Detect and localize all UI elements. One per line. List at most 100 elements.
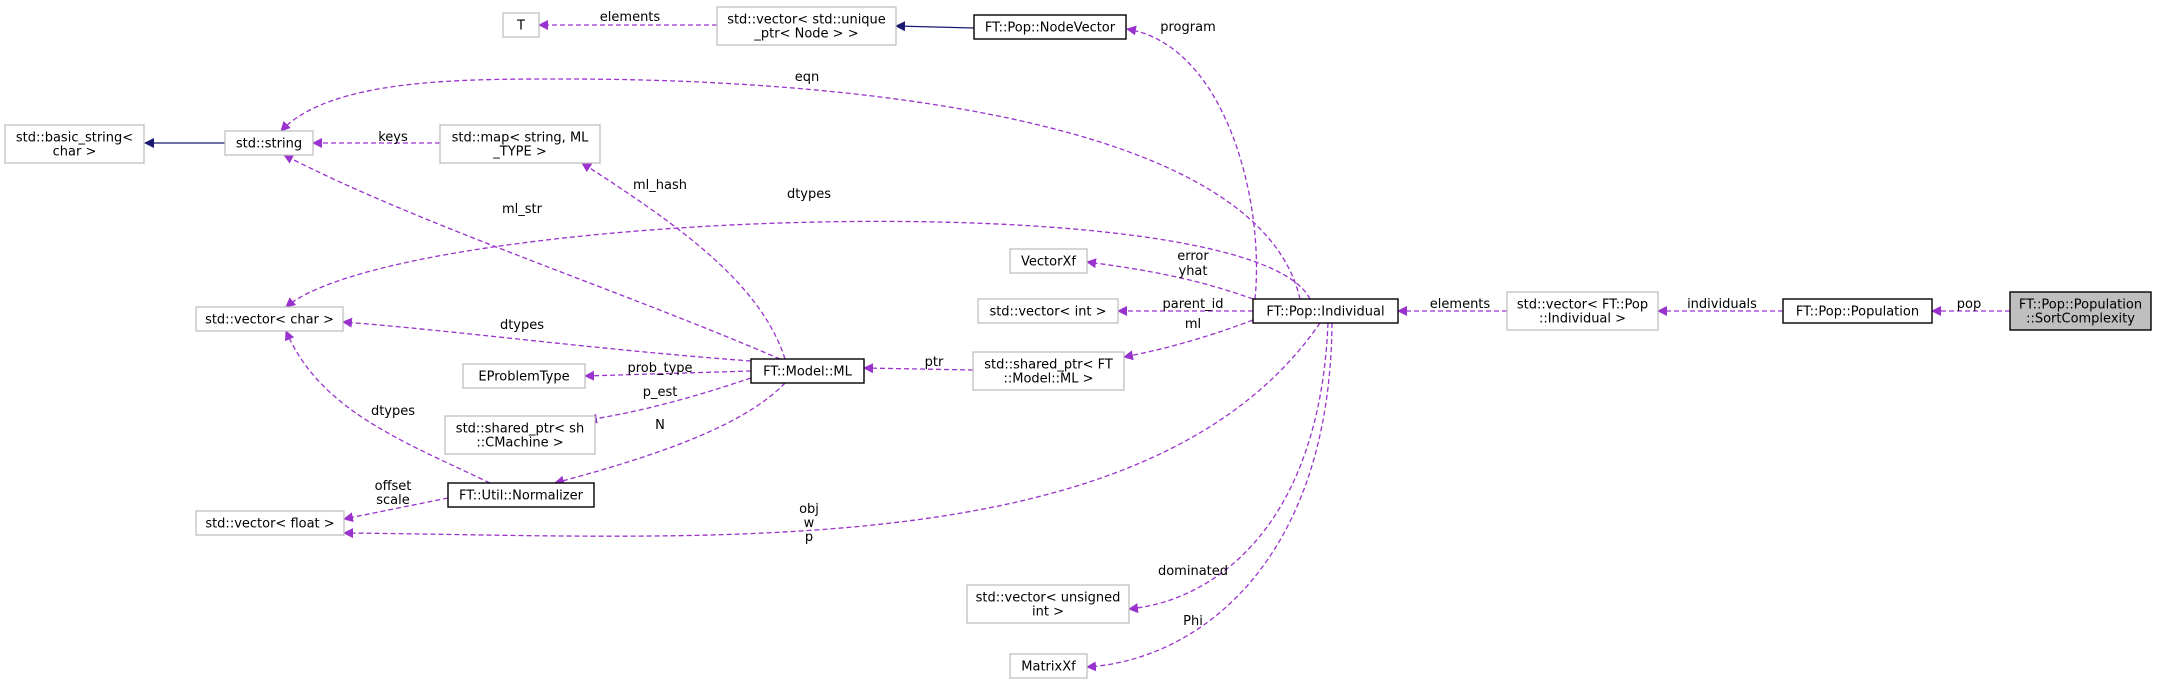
class-node-sortcomplexity[interactable]: FT::Pop::Population::SortComplexity: [2009, 291, 2152, 331]
class-node-ml[interactable]: FT::Model::ML: [750, 358, 865, 384]
edge-label: offset: [375, 479, 412, 494]
edge-label: p_est: [643, 385, 678, 400]
edge-elements1: elements: [538, 10, 717, 30]
edge-N: N: [554, 382, 786, 486]
node-label: std::vector< unsigned: [976, 591, 1121, 606]
node-label: FT::Pop::Individual: [1266, 305, 1384, 320]
node-label: std::vector< FT::Pop: [1517, 298, 1648, 313]
class-node-vec-float: std::vector< float >: [195, 510, 345, 536]
edge-label: obj: [799, 502, 819, 517]
node-label: VectorXf: [1021, 255, 1076, 270]
edge-line-eqn: [280, 78, 1301, 300]
node-box: [966, 584, 1130, 624]
class-node-shared-cm: std::shared_ptr< sh::CMachine >: [444, 415, 596, 455]
edge-line-Phi: [1086, 322, 1333, 672]
node-box: [1009, 653, 1088, 679]
edge-ptr: ptr: [863, 355, 974, 374]
edge-label: dtypes: [371, 404, 415, 419]
class-node-vectorxf: VectorXf: [1009, 248, 1088, 274]
node-label: _ptr< Node > >: [753, 27, 858, 42]
node-box: [195, 510, 345, 536]
node-label: FT::Pop::Population: [1796, 305, 1919, 320]
edge-label: ml_str: [502, 202, 543, 217]
edge-ml-edge: ml: [1123, 317, 1254, 361]
node-box: [462, 363, 586, 389]
node-label: std::vector< char >: [205, 313, 334, 328]
edge-label: ml: [1185, 317, 1201, 332]
node-label: std::string: [236, 137, 302, 152]
edge-p_est: p_est: [587, 377, 752, 424]
class-node-individual[interactable]: FT::Pop::Individual: [1252, 298, 1399, 324]
edge-line-dtypes-ml: [342, 317, 752, 362]
edge-label: ml_hash: [633, 178, 687, 193]
edge-ml_hash: ml_hash: [581, 162, 786, 360]
node-box: [447, 482, 595, 508]
class-node-vec-indiv: std::vector< FT::Pop::Individual >: [1506, 291, 1659, 331]
node-box: [2009, 291, 2152, 331]
node-label: FT::Model::ML: [763, 365, 853, 380]
node-label: ::Model::ML >: [1003, 372, 1093, 387]
edge-line-error-yhat: [1086, 258, 1254, 300]
class-node-population[interactable]: FT::Pop::Population: [1782, 298, 1933, 324]
edge-line-dtypes-norm: [284, 330, 491, 484]
node-box: [4, 124, 145, 164]
node-box: [716, 6, 897, 46]
class-node-vec-int: std::vector< int >: [977, 298, 1119, 324]
node-label: std::shared_ptr< sh: [456, 422, 584, 437]
node-label: char >: [53, 145, 97, 160]
edge-pop: pop: [1931, 297, 2010, 316]
class-node-vec-unique: std::vector< std::unique_ptr< Node > >: [716, 6, 897, 46]
node-label: std::map< string, ML: [452, 131, 590, 146]
node-box: [1782, 298, 1933, 324]
edge-elements2: elements: [1397, 297, 1507, 316]
edge-label: dominated: [1158, 564, 1228, 579]
edge-label: p: [805, 530, 813, 545]
node-label: T: [516, 19, 525, 34]
edge-label: parent_id: [1163, 297, 1224, 312]
edge-line-program: [1126, 25, 1258, 300]
edge-label: prob_type: [627, 361, 692, 376]
edge-label: Phi: [1183, 614, 1203, 629]
class-node-eproblem: EProblemType: [462, 363, 586, 389]
node-label: FT::Util::Normalizer: [459, 489, 584, 504]
class-node-normalizer[interactable]: FT::Util::Normalizer: [447, 482, 595, 508]
edge-individuals: individuals: [1657, 297, 1783, 316]
node-label: ::CMachine >: [476, 436, 563, 451]
edge-label: elements: [1430, 297, 1491, 312]
node-label: FT::Pop::Population: [2019, 298, 2142, 313]
edge-label: keys: [378, 130, 408, 145]
edge-label: dtypes: [500, 318, 544, 333]
edge-eqn: eqn: [280, 70, 1301, 300]
edge-label: ptr: [925, 355, 944, 370]
node-box: [972, 351, 1125, 391]
class-node-T: T: [502, 12, 540, 38]
edge-label: dtypes: [787, 187, 831, 202]
edge-dtypes-ml: dtypes: [342, 317, 752, 362]
edge-line-ml_hash: [581, 162, 786, 360]
edge-Phi: Phi: [1086, 322, 1333, 672]
node-label: std::shared_ptr< FT: [984, 358, 1113, 373]
node-label: EProblemType: [478, 370, 569, 385]
edge-line-ml-edge: [1123, 319, 1254, 361]
edge-keys: keys: [312, 130, 440, 148]
edge-label: pop: [1957, 297, 1981, 312]
node-box: [977, 298, 1119, 324]
edge-label: eqn: [795, 70, 820, 85]
edge-label: w: [804, 516, 815, 531]
class-node-map: std::map< string, ML_TYPE >: [439, 124, 601, 164]
class-node-matrixxf: MatrixXf: [1009, 653, 1088, 679]
class-node-nodevector[interactable]: FT::Pop::NodeVector: [973, 14, 1127, 40]
edge-line-offset-scale: [343, 497, 449, 523]
edge-nodevector-inherit: [895, 21, 975, 32]
node-box: [1506, 291, 1659, 331]
edge-dtypes-ind: dtypes: [285, 187, 1311, 308]
edge-program: program: [1126, 20, 1258, 300]
edge-line-dtypes-ind: [285, 220, 1311, 308]
node-box: [502, 12, 540, 38]
node-box: [973, 14, 1127, 40]
edge-line-prob_type: [584, 370, 752, 381]
